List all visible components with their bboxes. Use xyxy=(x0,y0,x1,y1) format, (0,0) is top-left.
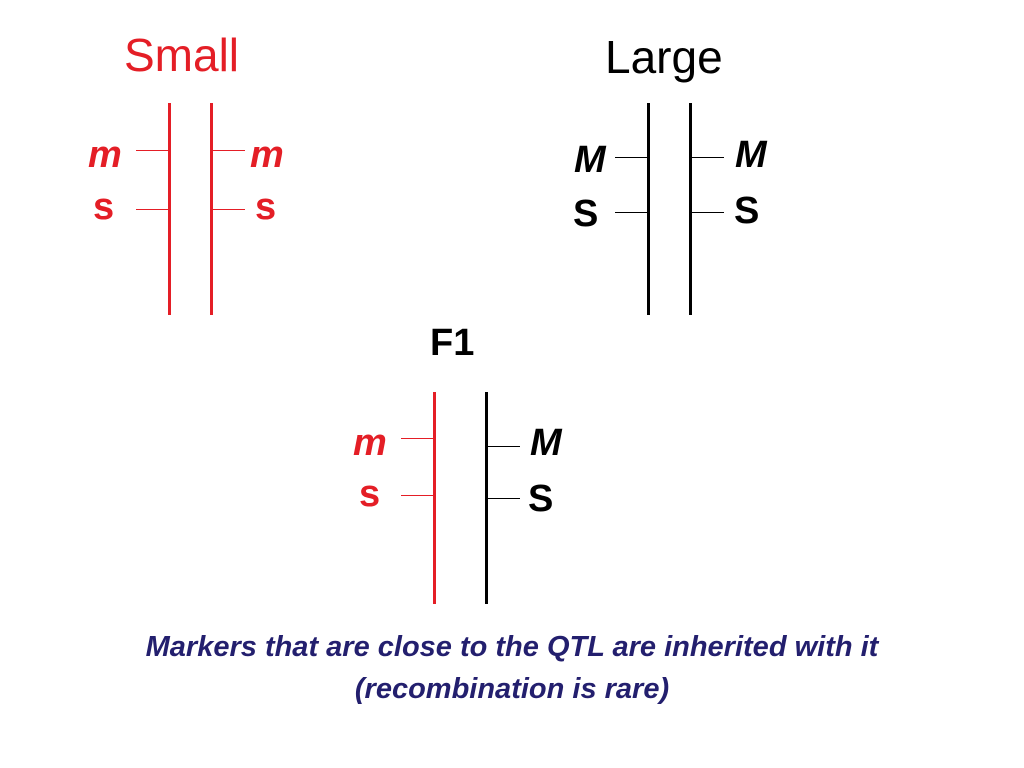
f1-label-right-M: M xyxy=(530,422,562,464)
f1-label-left-s: s xyxy=(359,473,381,515)
f1-label-left-m: m xyxy=(353,422,387,464)
small-label-right-s: s xyxy=(255,186,277,228)
f1-marker-tick-right-S xyxy=(488,498,520,499)
large-label-left-M: M xyxy=(574,139,606,181)
caption-line-1: Markers that are close to the QTL are in… xyxy=(145,631,879,663)
large-chromosome-left xyxy=(647,103,650,315)
small-label-right-m: m xyxy=(250,134,284,176)
f1-label-right-S: S xyxy=(528,478,554,520)
small-chromosome-left xyxy=(168,103,171,315)
caption: Markers that are close to the QTL are in… xyxy=(0,626,1024,710)
large-marker-tick-left-S xyxy=(615,212,647,213)
small-marker-tick-left-m xyxy=(136,150,168,151)
small-marker-tick-left-s xyxy=(136,209,168,210)
f1-marker-tick-left-s xyxy=(401,495,433,496)
caption-line-2: (recombination is rare) xyxy=(354,673,670,705)
large-chromosome-right xyxy=(689,103,692,315)
large-title: Large xyxy=(605,31,723,83)
small-label-left-s: s xyxy=(93,186,115,228)
f1-chromosome-right xyxy=(485,392,488,604)
large-label-right-M: M xyxy=(735,134,767,176)
small-marker-tick-right-s xyxy=(213,209,245,210)
small-label-left-m: m xyxy=(88,134,122,176)
large-label-right-S: S xyxy=(734,190,760,232)
large-marker-tick-right-M xyxy=(692,157,724,158)
large-marker-tick-right-S xyxy=(692,212,724,213)
f1-marker-tick-right-M xyxy=(488,446,520,447)
f1-marker-tick-left-m xyxy=(401,438,433,439)
small-title: Small xyxy=(124,29,240,81)
f1-chromosome-left xyxy=(433,392,436,604)
large-label-left-S: S xyxy=(573,193,599,235)
large-marker-tick-left-M xyxy=(615,157,647,158)
f1-title: F1 xyxy=(430,322,475,364)
small-chromosome-right xyxy=(210,103,213,315)
small-marker-tick-right-m xyxy=(213,150,245,151)
